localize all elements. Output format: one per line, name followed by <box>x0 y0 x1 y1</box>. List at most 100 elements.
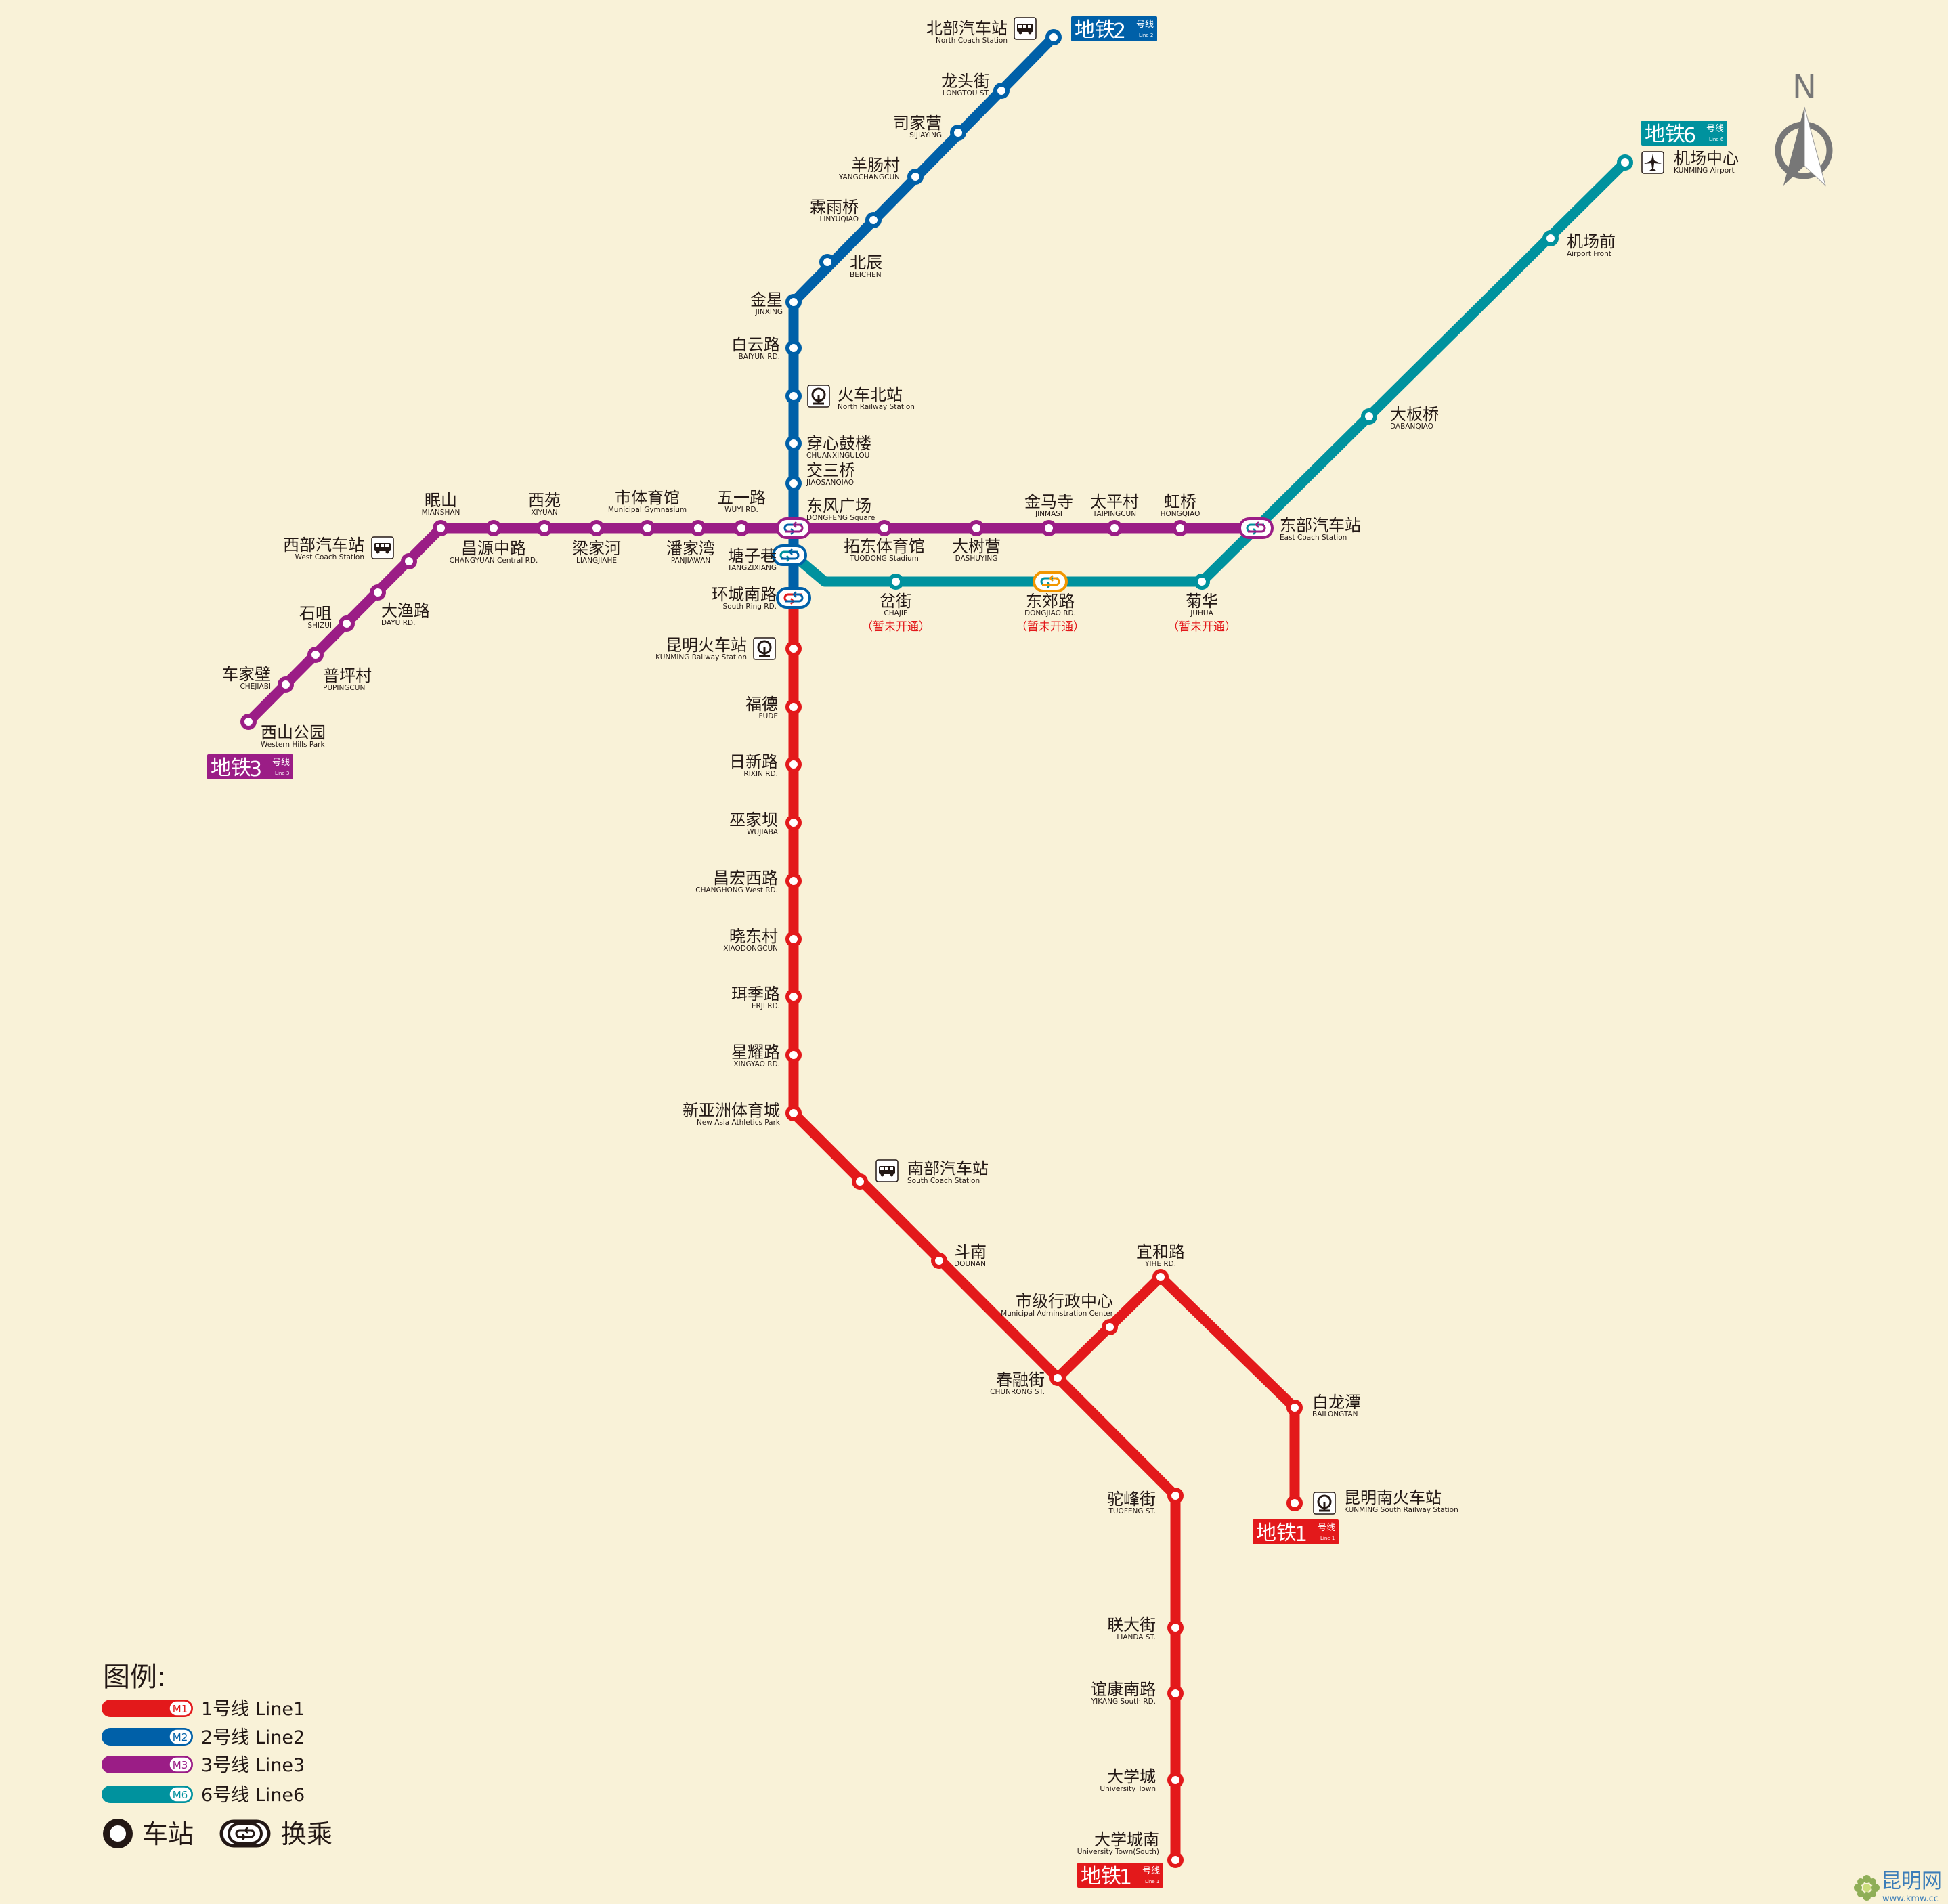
station-name-cn: 环城南路 <box>712 585 777 604</box>
station-marker-icon <box>588 520 605 536</box>
station-name-en: CHANGYUAN Central RD. <box>450 557 538 565</box>
station-name-en: YANGCHANGCUN <box>838 173 900 181</box>
station-name-cn: 龙头街 <box>941 72 990 91</box>
station-name-cn: 昆明火车站 <box>666 636 747 655</box>
station-name-en: DASHUYING <box>955 555 998 563</box>
badge-number: 3 <box>249 758 262 781</box>
station-marker-icon <box>1049 1370 1066 1386</box>
station-name-cn: 车家壁 <box>222 665 271 684</box>
station-name-en: TUODONG Stadium <box>849 555 919 563</box>
station-marker-icon <box>1172 520 1188 536</box>
station-name-cn: 拓东体育馆 <box>844 537 925 556</box>
badge-line-en: Line 1 <box>1320 1536 1335 1541</box>
badge-line-en: Line 6 <box>1709 137 1724 142</box>
compass: N <box>1775 68 1833 187</box>
line6-track <box>790 158 1629 587</box>
station-marker-icon <box>785 475 802 492</box>
badge-line-en: Line 1 <box>1145 1879 1159 1884</box>
station-name-cn: 菊华 <box>1186 592 1218 611</box>
transfer-icon <box>772 544 807 566</box>
station-marker-icon <box>1106 520 1123 536</box>
station-marker-icon <box>785 699 802 715</box>
station-name-cn: 斗南 <box>954 1242 987 1261</box>
station-marker-icon <box>1167 1488 1184 1504</box>
transfer-arrows-icon <box>228 1823 263 1844</box>
flower-logo-icon <box>1854 1875 1880 1901</box>
badge-suffix: 号线 <box>1142 1866 1160 1876</box>
station-name-cn: 西苑 <box>528 491 561 510</box>
station-name-en: North Coach Station <box>936 37 1008 45</box>
station-name-en: BAILONGTAN <box>1312 1410 1358 1419</box>
station-name-cn: 羊肠村 <box>851 156 900 175</box>
station-name-cn: 石咀 <box>299 604 332 623</box>
station-marker-icon <box>1167 1620 1184 1636</box>
station-name-en: WUYI RD. <box>724 506 758 514</box>
station-name-en: PANJIAWAN <box>671 557 710 565</box>
station-name-en: PUPINGCUN <box>323 684 365 692</box>
station-name-en: WUJIABA <box>747 828 779 836</box>
station-name-cn: 南部汽车站 <box>907 1159 989 1178</box>
station-marker-icon <box>733 520 750 536</box>
station-name-en: CHANGHONG West RD. <box>695 886 778 894</box>
station-name-en: West Coach Station <box>295 553 364 561</box>
station-marker-icon <box>307 647 324 663</box>
station-marker-icon <box>1286 1495 1303 1511</box>
station-name-cn: 穿心鼓楼 <box>806 434 871 453</box>
transfer-icon <box>776 517 811 539</box>
station-marker-icon <box>1286 1400 1303 1416</box>
station-marker-icon <box>785 641 802 657</box>
station-name-cn: 昌宏西路 <box>713 869 778 888</box>
station-marker-icon <box>852 1173 868 1190</box>
station-name-cn: 巫家坝 <box>729 810 778 829</box>
station-name-cn: 金星 <box>750 290 783 309</box>
station-name-cn: 晓东村 <box>729 927 778 946</box>
station-marker-icon <box>907 169 924 185</box>
badge-number: 2 <box>1113 20 1126 43</box>
station-name-en: RIXIN RD. <box>743 770 778 778</box>
legend-label: 1号线 Line1 <box>201 1699 305 1720</box>
station-name-cn: 昌源中路 <box>461 539 526 558</box>
legend-label: 3号线 Line3 <box>201 1755 305 1776</box>
station-name-cn: 东郊路 <box>1026 592 1075 611</box>
station-status-note: （暂未开通） <box>1016 620 1085 634</box>
station-marker-icon <box>785 435 802 452</box>
station-name-en: New Asia Athletics Park <box>697 1119 781 1127</box>
station-marker-icon <box>1167 1852 1184 1868</box>
station-name-en: HONGQIAO <box>1161 510 1200 518</box>
station-marker-icon <box>1542 230 1559 246</box>
legend-tag-pill <box>169 1756 192 1773</box>
bus-icon <box>371 536 394 559</box>
station-name-cn: 日新路 <box>729 752 778 771</box>
station-name-en: CHEJIABI <box>240 683 271 691</box>
station-marker-icon <box>1617 154 1633 171</box>
airplane-icon <box>1641 151 1664 174</box>
station-name-cn: 谊康南路 <box>1091 1680 1156 1699</box>
station-marker-icon <box>1194 574 1210 590</box>
station-name-cn: 机场前 <box>1567 232 1616 251</box>
badge-line-en: Line 3 <box>275 771 289 776</box>
station-name-en: South Coach Station <box>907 1177 980 1185</box>
station-marker-icon <box>1041 520 1057 536</box>
station-symbol-icon <box>103 1819 133 1848</box>
legend-tag-pill <box>169 1729 192 1745</box>
